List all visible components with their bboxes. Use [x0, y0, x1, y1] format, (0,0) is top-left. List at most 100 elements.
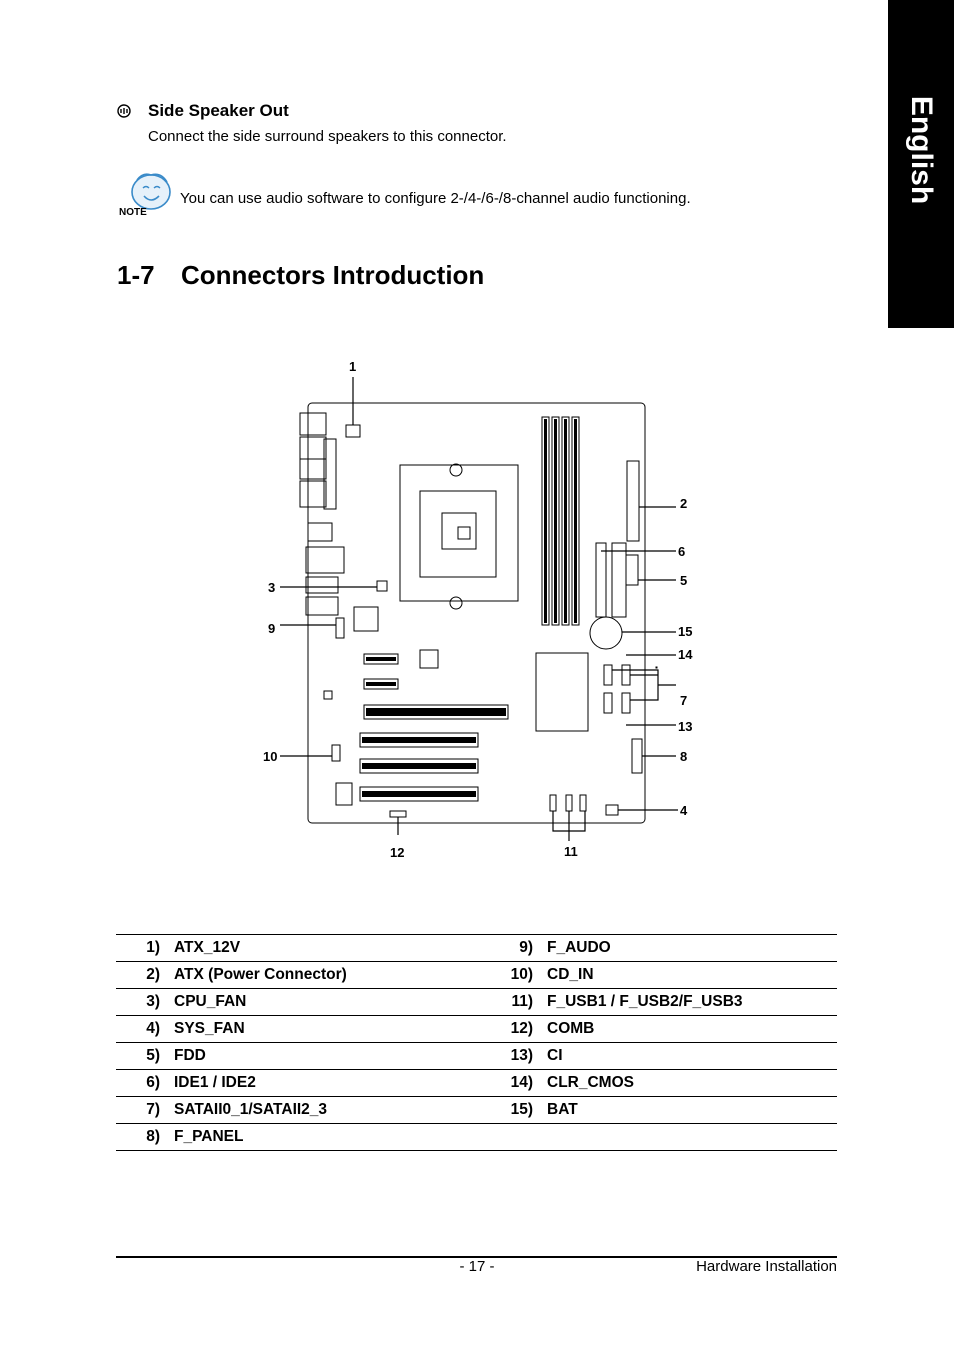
- connector-number: 10): [490, 961, 547, 989]
- fdd-connector: [611, 542, 627, 618]
- f-usb3: [579, 794, 587, 812]
- callout-11: 11: [564, 844, 578, 859]
- connector-label: F_USB1 / F_USB2/F_USB3: [547, 988, 837, 1016]
- rear-io-usb2: [305, 546, 345, 574]
- sata-2: [603, 692, 613, 714]
- board-outline: [307, 402, 646, 824]
- cpu-retention: [399, 464, 519, 602]
- callout-2: 2: [680, 496, 687, 511]
- page-title: 1-7 Connectors Introduction: [117, 260, 484, 291]
- rear-io-audio2: [305, 596, 339, 616]
- connector-number: 7): [116, 1096, 174, 1124]
- pci-3: [359, 786, 479, 802]
- callout-1: 1: [349, 359, 356, 374]
- footer-section: Hardware Installation: [696, 1258, 837, 1275]
- footer-rule: [116, 1256, 837, 1258]
- pci-2: [359, 758, 479, 774]
- atx12v-header: [345, 424, 361, 438]
- sys-fan-header: [605, 804, 619, 816]
- dimm-2: [551, 416, 560, 626]
- cpu-center: [457, 526, 471, 540]
- f-usb2: [565, 794, 573, 812]
- callout-7: 7: [680, 693, 687, 708]
- connector-number: 2): [116, 961, 174, 989]
- cpu-mount-bottom: [449, 596, 463, 610]
- callout-13: 13: [678, 719, 692, 734]
- callout-10: 10: [263, 749, 277, 764]
- pcie-x16: [363, 704, 509, 720]
- title-text: Connectors Introduction: [181, 260, 485, 290]
- connector-label: CPU_FAN: [174, 988, 490, 1016]
- audio-codec: [353, 606, 379, 632]
- motherboard-diagram: 1 2 3 4 5 6 7 8 9 10 11 12 13 14 15: [263, 359, 693, 860]
- language-tab-label: English: [905, 95, 938, 205]
- dimm-1: [541, 416, 550, 626]
- atx-power: [626, 460, 640, 542]
- sata-0: [603, 664, 613, 686]
- sata-1: [621, 664, 631, 686]
- language-tab: English: [888, 0, 954, 328]
- connector-row: 2)ATX (Power Connector)10)CD_IN: [116, 961, 837, 989]
- callout-4: 4: [680, 803, 688, 818]
- rear-io-vga: [299, 480, 327, 508]
- callout-9: 9: [268, 621, 275, 636]
- cpu-fan-header: [376, 580, 388, 592]
- note-icon: NOTE: [119, 173, 171, 218]
- rear-io-audio1: [305, 576, 339, 594]
- connector-number: 3): [116, 988, 174, 1016]
- connector-label: IDE1 / IDE2: [174, 1069, 490, 1097]
- cd-in-header: [331, 744, 341, 762]
- rear-io-lpt: [323, 438, 337, 510]
- connector-number: 9): [490, 934, 547, 962]
- f-usb1: [549, 794, 557, 812]
- page-number: - 17 -: [459, 1258, 495, 1275]
- connector-label: COMB: [547, 1015, 837, 1043]
- pcie-x1-2: [363, 678, 399, 690]
- connector-number: 4): [116, 1015, 174, 1043]
- connector-number: 8): [116, 1123, 174, 1151]
- speaker-out-icon: [117, 104, 131, 118]
- connector-label: ATX_12V: [174, 934, 490, 962]
- rear-io-ps2: [299, 412, 327, 436]
- note-text: You can use audio software to configure …: [180, 190, 691, 207]
- callout-3: 3: [268, 580, 275, 595]
- section-heading: Side Speaker Out: [148, 101, 289, 120]
- sata-3: [621, 692, 631, 714]
- cpu-die: [441, 512, 477, 550]
- small-chip: [323, 690, 333, 700]
- callout-5: 5: [680, 573, 687, 588]
- connector-row: 8)F_PANEL: [116, 1123, 837, 1151]
- connector-number: 1): [116, 934, 174, 962]
- connector-label: CD_IN: [547, 961, 837, 989]
- chip-1: [419, 649, 439, 669]
- connector-number: 12): [490, 1015, 547, 1043]
- pcie-x1-1: [363, 653, 399, 665]
- section-text: Connect the side surround speakers to th…: [148, 128, 507, 145]
- rear-io-usb: [299, 436, 327, 460]
- connector-number: 5): [116, 1042, 174, 1070]
- connector-label: [547, 1123, 837, 1151]
- callout-15: 15: [678, 624, 692, 639]
- io-chip: [335, 782, 353, 806]
- connector-label: F_AUDO: [547, 934, 837, 962]
- connector-number: 15): [490, 1096, 547, 1124]
- ide2-connector: [625, 554, 639, 586]
- connector-number: 6): [116, 1069, 174, 1097]
- f-panel-header: [631, 738, 643, 774]
- cpu-socket: [419, 490, 497, 578]
- connector-number: 13): [490, 1042, 547, 1070]
- battery: [589, 616, 623, 650]
- title-number: 1-7: [117, 260, 155, 290]
- dimm-4: [571, 416, 580, 626]
- callout-6: 6: [678, 544, 685, 559]
- callout-8: 8: [680, 749, 687, 764]
- cpu-mount-top: [449, 463, 463, 477]
- comb-header: [389, 810, 407, 818]
- southbridge: [535, 652, 589, 732]
